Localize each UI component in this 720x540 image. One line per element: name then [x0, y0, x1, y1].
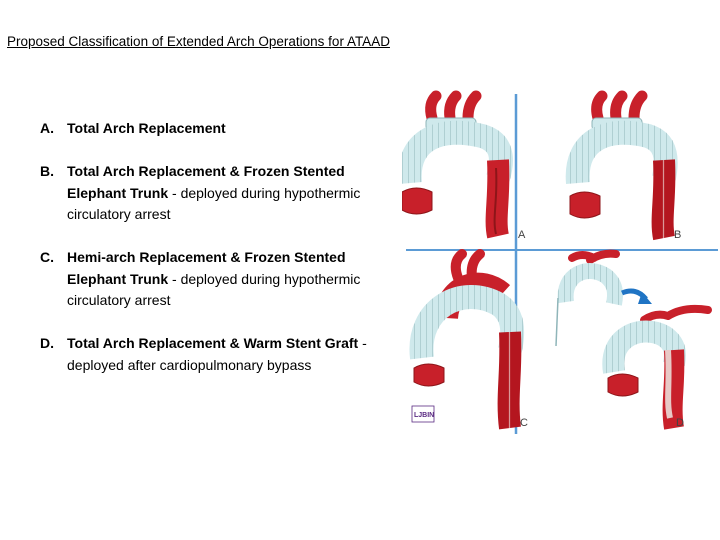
item-text: Total Arch Replacement & Warm Stent Graf… [67, 333, 370, 376]
panel-a-illustration [402, 90, 513, 239]
item-title: Total Arch Replacement [67, 120, 226, 136]
item-letter: B. [40, 163, 54, 179]
list-item-a: A. Total Arch Replacement [40, 118, 370, 140]
item-title: Total Arch Replacement & Frozen Stented … [67, 163, 345, 201]
panel-label-a: A [518, 229, 526, 241]
panel-d-illustration [555, 249, 712, 430]
item-title: Total Arch Replacement & Warm Stent Graf… [67, 335, 359, 351]
item-letter: A. [40, 120, 54, 136]
item-description: - deployed during hypothermic circulator… [67, 184, 361, 223]
list-item-b: B. Total Arch Replacement & Frozen Stent… [40, 161, 370, 226]
slide-title: Proposed Classification of Extended Arch… [7, 34, 390, 49]
panel-label-b: B [674, 229, 681, 241]
panel-label-c: C [520, 417, 528, 429]
item-text: Total Arch Replacement & Frozen Stented … [67, 161, 370, 226]
figure-svg: A B C D LJBIN [402, 90, 718, 434]
list-item-c: C. Hemi-arch Replacement & Frozen Stente… [40, 247, 370, 312]
publisher-logo: LJBIN [411, 405, 435, 423]
item-description: - deployed during hypothermic circulator… [67, 270, 361, 309]
item-description: - deployed after cardiopulmonary bypass [67, 335, 367, 373]
panel-label-d: D [676, 417, 684, 429]
item-letter: D. [40, 335, 54, 351]
logo-text: LJBIN [414, 412, 434, 419]
panel-b-illustration [565, 90, 678, 241]
list-item-d: D. Total Arch Replacement & Warm Stent G… [40, 333, 370, 376]
item-text: Hemi-arch Replacement & Frozen Stented E… [67, 247, 370, 312]
item-text: Total Arch Replacement [67, 118, 370, 140]
item-letter: C. [40, 249, 54, 265]
arch-operations-figure: A B C D LJBIN [402, 88, 720, 440]
panel-c-illustration [409, 249, 525, 430]
classification-list: A. Total Arch Replacement B. Total Arch … [40, 118, 370, 398]
item-title: Hemi-arch Replacement & Frozen Stented E… [67, 249, 346, 287]
